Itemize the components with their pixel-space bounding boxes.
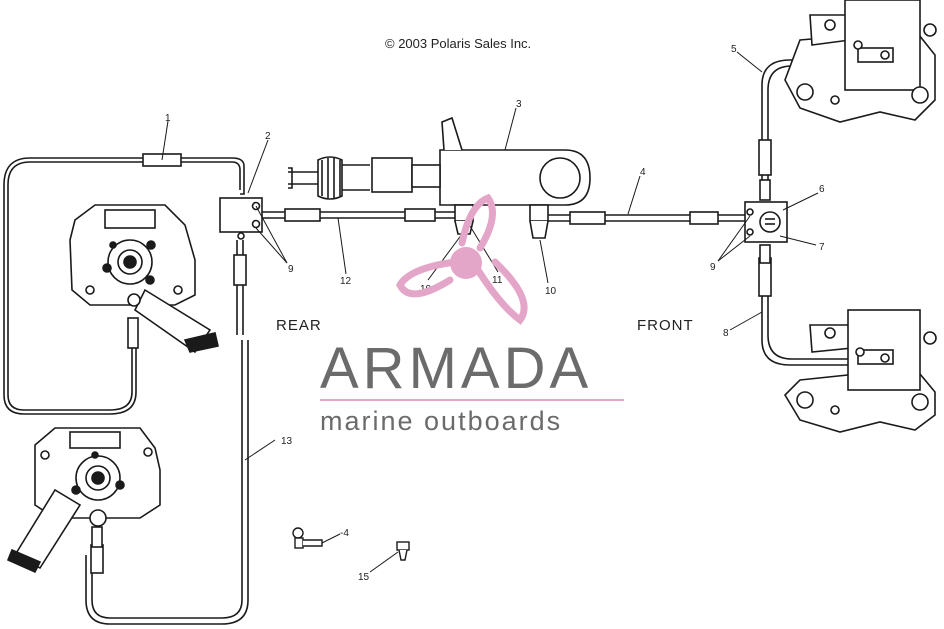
leader-lines bbox=[161, 51, 819, 573]
front-junction-block bbox=[744, 179, 788, 264]
callout-4: 4 bbox=[640, 167, 646, 178]
callout-1: 1 bbox=[165, 113, 171, 124]
small-parts bbox=[292, 527, 410, 561]
callout-8: 8 bbox=[723, 328, 729, 339]
callout-9-front: 9 bbox=[710, 262, 716, 273]
callout-9-rear: 9 bbox=[288, 264, 294, 275]
callout-2: 2 bbox=[265, 131, 271, 142]
rear-junction-block bbox=[219, 197, 263, 240]
callout-11: 11 bbox=[492, 275, 503, 286]
callout-numbers: 1 2 3 4 5 6 7 8 9 9 10 10 11 12 13 -4 15 bbox=[165, 44, 825, 583]
front-upper-caliper bbox=[784, 0, 937, 123]
watermark-title: ARMADA bbox=[320, 336, 592, 401]
callout-12: 12 bbox=[340, 276, 352, 287]
propeller-logo bbox=[396, 193, 528, 325]
front-label: FRONT bbox=[637, 317, 694, 334]
callout-7: 7 bbox=[819, 242, 825, 253]
callout-3: 3 bbox=[516, 99, 522, 110]
callout-5: 5 bbox=[731, 44, 737, 55]
callout-15: 15 bbox=[358, 572, 370, 583]
watermark: ARMADA marine outboards bbox=[320, 193, 624, 436]
watermark-subtitle: marine outboards bbox=[320, 406, 562, 436]
callout-13: 13 bbox=[281, 436, 293, 447]
brake-line-1 bbox=[7, 161, 241, 411]
callout-14: -4 bbox=[340, 528, 349, 539]
callout-6: 6 bbox=[819, 184, 825, 195]
rear-upper-caliper bbox=[69, 204, 219, 354]
brake-line-8 bbox=[761, 245, 870, 366]
rear-label: REAR bbox=[276, 317, 322, 334]
front-lower-caliper bbox=[783, 309, 937, 433]
rear-lower-caliper bbox=[6, 427, 161, 574]
master-cylinder bbox=[288, 116, 591, 239]
copyright-text: © 2003 Polaris Sales Inc. bbox=[385, 36, 531, 51]
callout-10-right: 10 bbox=[545, 286, 557, 297]
